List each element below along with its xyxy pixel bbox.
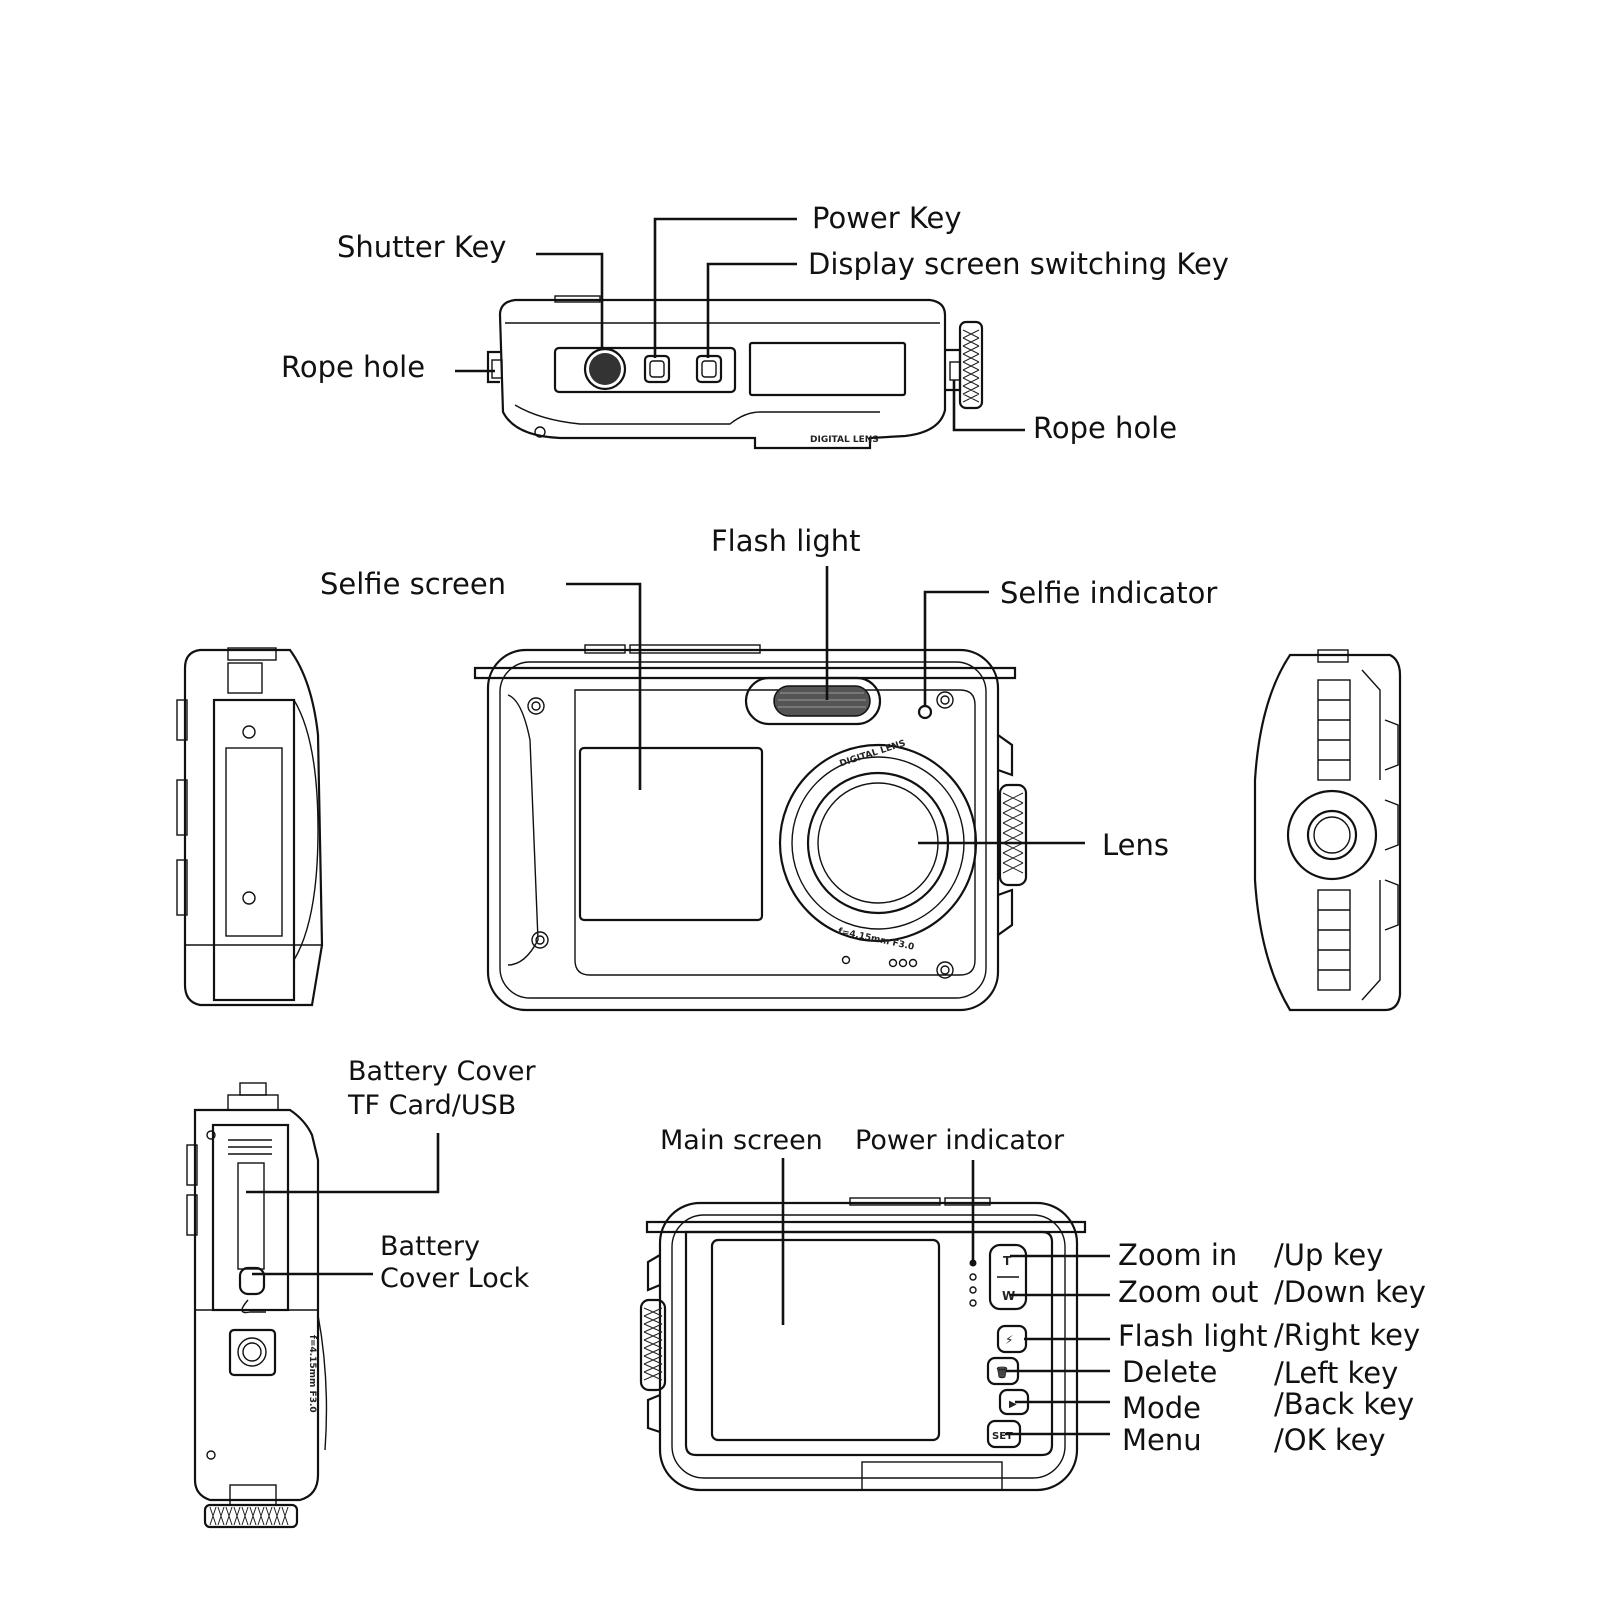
right-key-label: /Right key — [1274, 1318, 1420, 1352]
lens-ring-text: DIGITAL LENS — [838, 739, 906, 770]
rope-hole-left-label: Rope hole — [281, 350, 425, 384]
lens-label: Lens — [1102, 828, 1169, 862]
battery-cover-label-line2: TF Card/USB — [347, 1090, 516, 1121]
rope-hole-right-label: Rope hole — [1033, 411, 1177, 445]
top-view-camera: DIGITAL LENS — [486, 295, 984, 450]
left-key-label: /Left key — [1274, 1356, 1398, 1390]
top-engraving: DIGITAL LENS — [810, 435, 879, 445]
back-view-camera: T W ⚡ 🗑 ▶ SET — [639, 1197, 1087, 1492]
zoom-out-glyph: W — [1002, 1289, 1015, 1303]
power-key-label: Power Key — [812, 201, 961, 235]
battery-lock-label-line2: Cover Lock — [380, 1263, 530, 1294]
ok-key-label: /OK key — [1274, 1423, 1386, 1457]
front-view-camera: DIGITAL LENS f=4.15mm F3.0 — [473, 644, 1028, 1012]
back-key-label: /Back key — [1274, 1387, 1414, 1421]
mode-label: Mode — [1122, 1391, 1201, 1425]
flash-light-label: Flash light — [711, 524, 861, 558]
battery-lock-label-line1: Battery — [380, 1231, 480, 1262]
flash-light-key-label: Flash light — [1118, 1319, 1268, 1353]
back-view-leaders — [781, 1158, 1110, 1436]
menu-label: Menu — [1122, 1423, 1202, 1457]
battery-side-leaders — [246, 1133, 440, 1276]
down-key-label: /Down key — [1274, 1275, 1426, 1309]
delete-button-glyph: 🗑 — [995, 1366, 1009, 1379]
power-indicator-label: Power indicator — [855, 1125, 1065, 1156]
flash-button-glyph: ⚡ — [1005, 1333, 1013, 1347]
left-side-view — [176, 647, 324, 1007]
up-key-label: /Up key — [1274, 1238, 1383, 1272]
top-view-leaders — [455, 217, 1025, 432]
zoom-in-label: Zoom in — [1118, 1238, 1237, 1272]
selfie-indicator-label: Selfie indicator — [1000, 576, 1217, 610]
zoom-in-glyph: T — [1003, 1254, 1012, 1268]
menu-button-glyph: SET — [992, 1431, 1013, 1442]
side-lens-spec: f=4.15mm F3.0 — [307, 1335, 317, 1413]
zoom-out-label: Zoom out — [1118, 1275, 1258, 1309]
delete-label: Delete — [1122, 1355, 1217, 1389]
front-view-leaders — [566, 566, 1085, 845]
mode-button-glyph: ▶ — [1009, 1399, 1017, 1410]
right-side-view — [1253, 649, 1402, 1012]
battery-side-view: f=4.15mm F3.0 — [186, 1082, 328, 1529]
shutter-key-label: Shutter Key — [337, 230, 506, 264]
display-switch-key-label: Display screen switching Key — [808, 247, 1229, 281]
selfie-screen-label: Selfie screen — [320, 567, 506, 601]
main-screen-label: Main screen — [660, 1125, 823, 1156]
battery-cover-label-line1: Battery Cover — [348, 1056, 536, 1087]
lens-spec-text: f=4.15mm F3.0 — [837, 927, 915, 953]
